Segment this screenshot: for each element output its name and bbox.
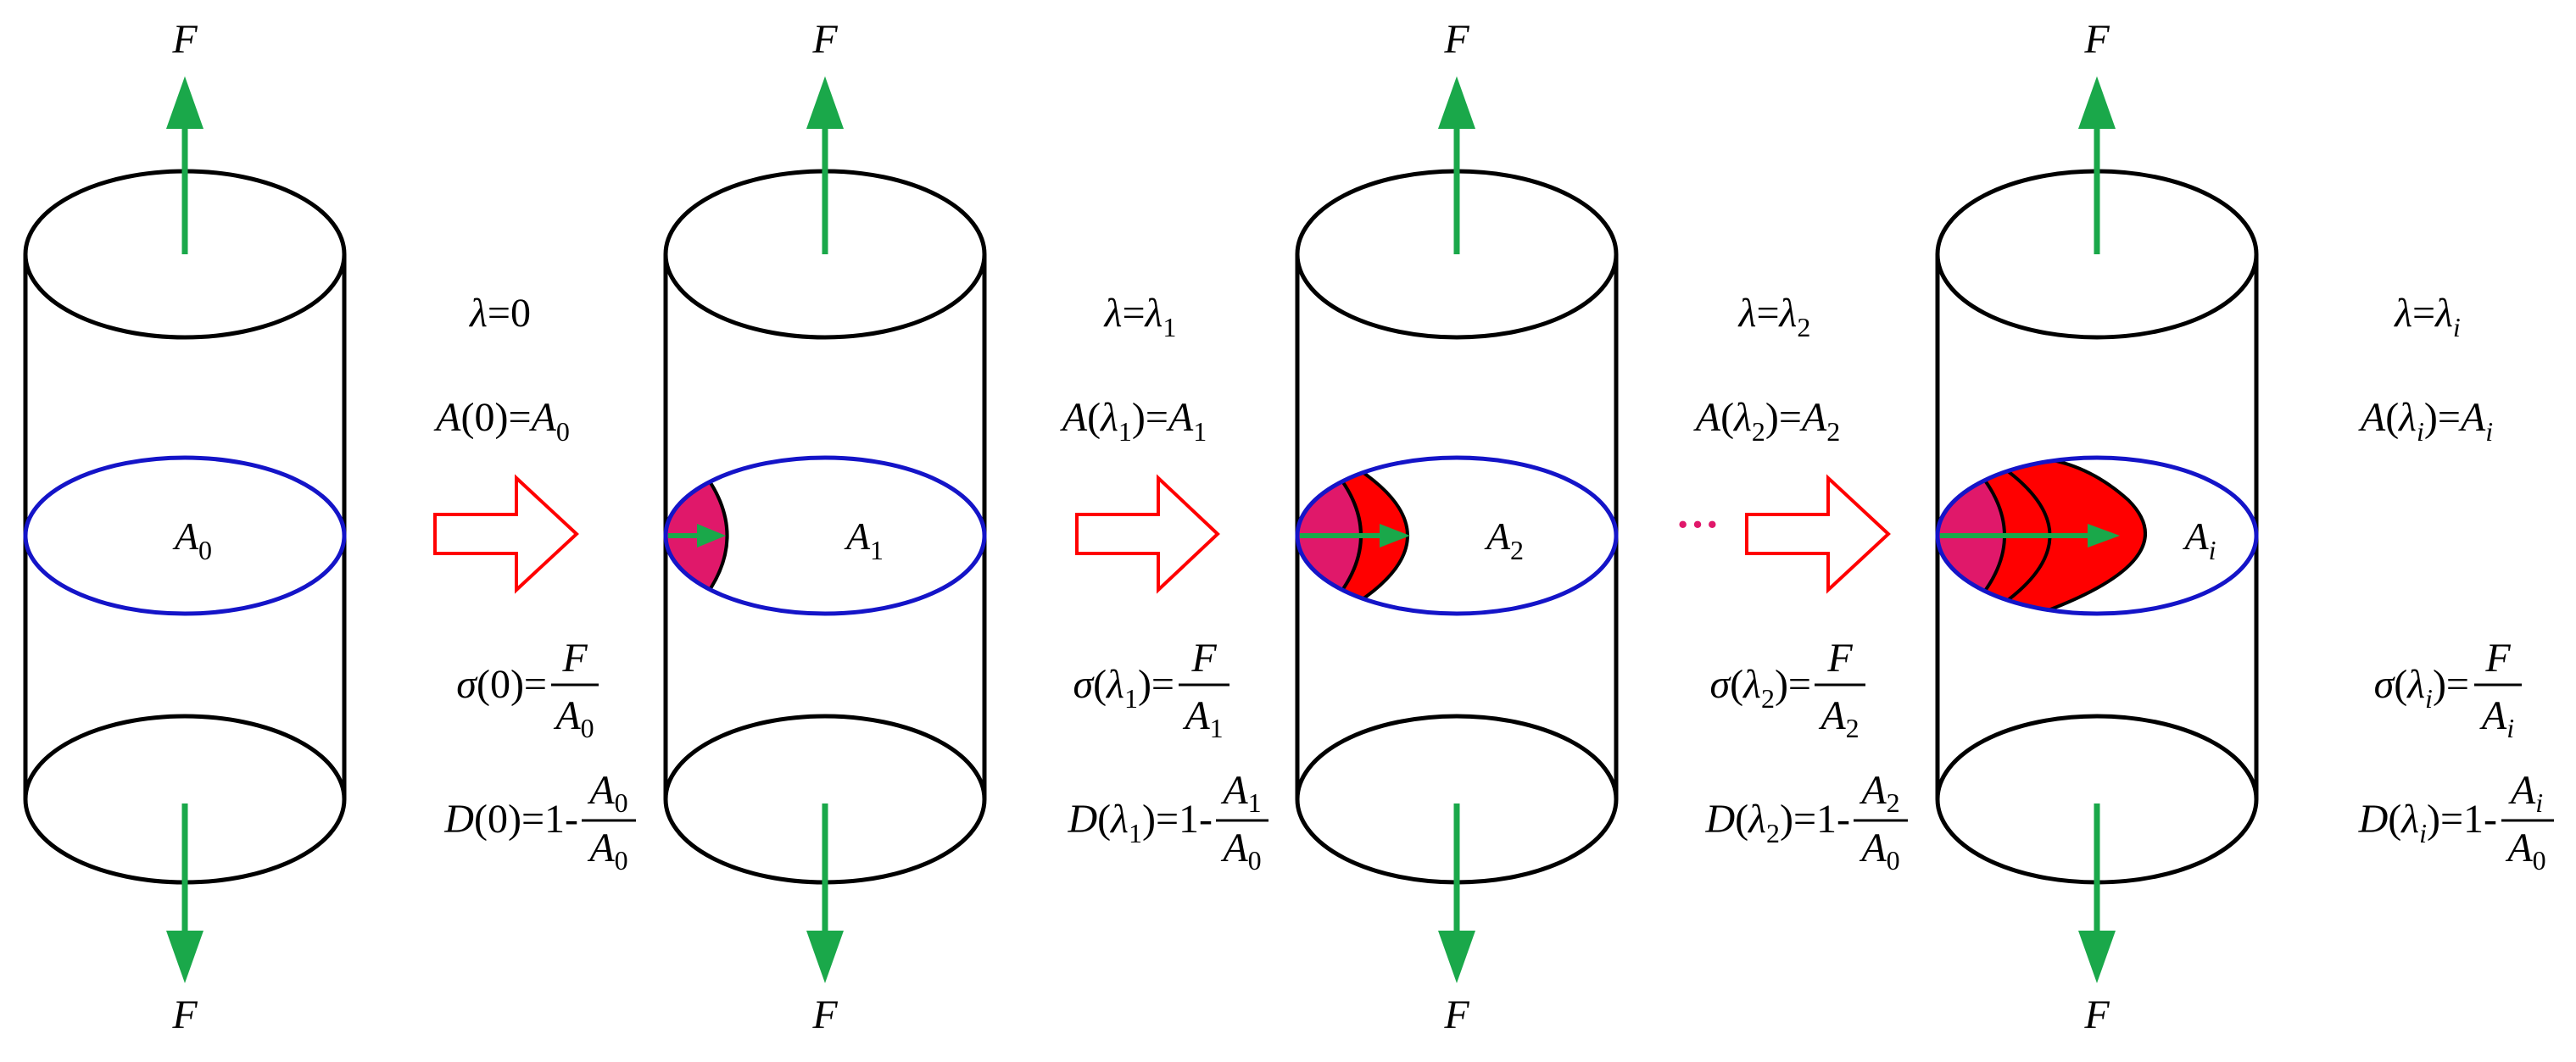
force-arrow-down-head	[806, 931, 844, 983]
force-label-top: F	[171, 17, 198, 62]
cylinder-2: A2 F F	[1295, 17, 1619, 1037]
force-arrow-up-head	[1438, 76, 1475, 129]
force-label-bottom: F	[811, 992, 838, 1037]
stress-equation-lhs: σ(λ2)=	[1709, 662, 1811, 714]
stress-fraction-numerator: F	[1190, 636, 1217, 681]
area-label-a0: A0	[172, 514, 212, 565]
damage-fraction-denominator: A0	[1859, 826, 1899, 876]
damage-fraction-numerator: A0	[587, 768, 627, 818]
cylinder-0: A0 F F	[23, 17, 347, 1037]
cylinder-3: Ai F F	[1935, 17, 2259, 1037]
lambda-equation: λ=λi	[2393, 291, 2461, 342]
crack-growth-arrow-head	[1380, 524, 1410, 548]
cylinder-1: A1 F F	[663, 17, 987, 1037]
force-arrow-up-head	[2078, 76, 2116, 129]
stress-fraction-denominator: A0	[553, 693, 594, 743]
damage-fraction-numerator: A2	[1859, 768, 1899, 818]
force-arrow-up-head	[166, 76, 204, 129]
damage-equation-lhs: D(λ1)=1-	[1068, 797, 1213, 848]
force-label-bottom: F	[2083, 992, 2110, 1037]
area-label-a1: A1	[844, 514, 884, 565]
stress-fraction-denominator: A1	[1182, 693, 1223, 743]
stage-3-equations: λ=λi A(λi)=Ai σ(λi)= F Ai D(λi)=1- Ai A0	[2358, 291, 2554, 876]
lambda-equation: λ=0	[468, 291, 531, 336]
area-equation: A(λi)=Ai	[2358, 395, 2493, 447]
damage-equation-lhs: D(0)=1-	[443, 797, 578, 842]
stress-fraction-denominator: Ai	[2479, 693, 2514, 743]
damage-fraction-denominator: A0	[1220, 826, 1261, 876]
stress-equation-lhs: σ(λi)=	[2374, 662, 2469, 714]
area-label-ai: Ai	[2183, 514, 2216, 565]
damage-equation-lhs: D(λ2)=1-	[1705, 797, 1851, 848]
crack-growth-arrow-head	[2088, 524, 2120, 548]
damage-equation-lhs: D(λi)=1-	[2358, 797, 2497, 848]
force-label-top: F	[2083, 17, 2110, 62]
stress-fraction-denominator: A2	[1818, 693, 1859, 743]
stress-fraction-numerator: F	[2484, 636, 2511, 681]
crack-growth-arrow-head	[697, 524, 726, 548]
force-label-bottom: F	[1443, 992, 1469, 1037]
damage-fraction-numerator: A1	[1220, 768, 1261, 818]
area-label-a2: A2	[1484, 514, 1524, 565]
area-equation: A(λ1)=A1	[1060, 395, 1207, 447]
cross-section-ellipse	[663, 455, 987, 616]
area-equation: A(0)=A0	[433, 395, 570, 447]
force-arrow-up-head	[806, 76, 844, 129]
stage-1-equations: λ=λ1 A(λ1)=A1 σ(λ1)= F A1 D(λ1)=1- A1 A0	[1060, 291, 1268, 876]
force-label-top: F	[1443, 17, 1469, 62]
cross-section-ellipse	[1935, 455, 2259, 616]
stress-equation-lhs: σ(λ1)=	[1073, 662, 1174, 714]
damage-fraction-denominator: A0	[587, 826, 627, 876]
lambda-equation: λ=λ2	[1737, 291, 1811, 342]
cross-section-ellipse	[1295, 455, 1619, 616]
stress-fraction-numerator: F	[1826, 636, 1853, 681]
area-equation: A(λ2)=A2	[1693, 395, 1841, 447]
force-label-bottom: F	[171, 992, 198, 1037]
force-arrow-down-head	[2078, 931, 2116, 983]
step-arrow-1	[1075, 474, 1220, 594]
cross-section-ellipse	[23, 455, 347, 616]
damage-fraction-numerator: Ai	[2508, 768, 2543, 818]
lambda-equation: λ=λ1	[1103, 291, 1177, 342]
stress-equation-lhs: σ(0)=	[456, 662, 547, 707]
force-arrow-down-head	[166, 931, 204, 983]
stress-fraction-numerator: F	[561, 636, 588, 681]
step-arrow-0	[433, 474, 579, 594]
force-arrow-down-head	[1438, 931, 1475, 983]
step-arrow-2	[1745, 474, 1891, 594]
stage-0-equations: λ=0 A(0)=A0 σ(0)= F A0 D(0)=1- A0 A0	[433, 291, 636, 876]
ellipsis-dots: ···	[1676, 501, 1720, 549]
stage-2-equations: λ=λ2 A(λ2)=A2 σ(λ2)= F A2 D(λ2)=1- A2 A0	[1693, 291, 1908, 876]
damage-fraction-denominator: A0	[2505, 826, 2545, 876]
force-label-top: F	[811, 17, 838, 62]
